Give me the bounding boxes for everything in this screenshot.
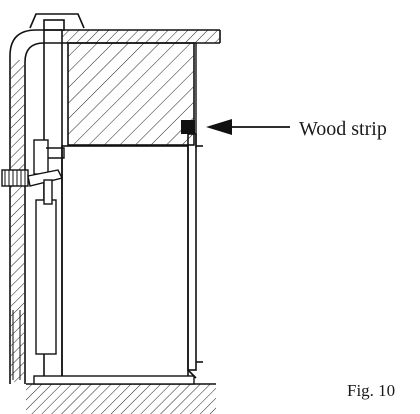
- left-wall: [10, 60, 25, 382]
- wood-strip: [181, 120, 195, 134]
- appliance-door: [187, 133, 203, 379]
- internal-unit: [27, 139, 65, 355]
- upper-cabinet: [67, 42, 195, 146]
- flue-cap: [29, 13, 85, 31]
- appliance-body: [61, 145, 189, 379]
- wall-vent: [1, 169, 29, 187]
- figure-caption: Fig. 10: [347, 381, 396, 400]
- callout-arrow: [206, 119, 290, 135]
- floor-slab: [26, 375, 216, 414]
- wood-strip-label: Wood strip: [299, 118, 387, 140]
- ceiling-slab: [62, 29, 221, 44]
